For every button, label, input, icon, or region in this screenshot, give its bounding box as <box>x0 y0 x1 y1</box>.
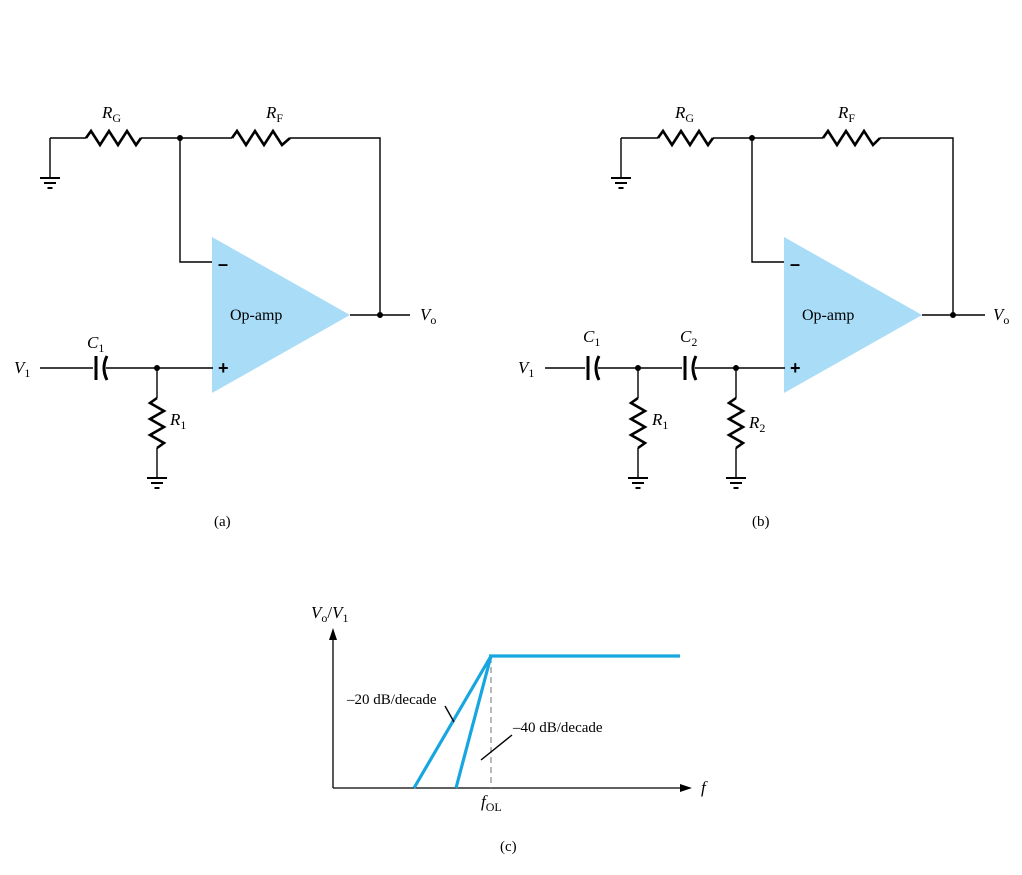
curve-second-order <box>454 655 493 789</box>
resistor-r2-b <box>726 396 746 450</box>
resistor-r1-a <box>147 396 167 450</box>
x-axis-label: f <box>701 778 708 797</box>
opamp-minus-sign-a: – <box>218 254 228 274</box>
label-vin-b: V1 <box>518 358 534 380</box>
caption-b: (b) <box>752 514 770 530</box>
label-c1-a: C1 <box>87 333 104 355</box>
ground-symbol-r1-a <box>147 477 167 489</box>
label-rf-b: RF <box>837 103 855 125</box>
opamp-plus-sign-b: + <box>790 358 801 378</box>
label-r2-b: R2 <box>748 413 765 435</box>
output-node-a <box>377 312 383 318</box>
label-rg-a: RG <box>101 103 121 125</box>
resistor-rf-b <box>821 128 881 148</box>
annotation-first-order: –20 dB/decade <box>346 692 437 708</box>
curve-first-order <box>412 655 493 789</box>
circuit-b: Op-amp – + RG RF <box>518 103 1009 530</box>
annotation-second-order: –40 dB/decade <box>512 720 603 736</box>
frequency-response-plot: Vo/V1 f fOL –20 dB/decade –40 dB/decade … <box>311 603 708 855</box>
label-vin-a: V1 <box>14 358 30 380</box>
label-vout-b: Vo <box>993 305 1009 327</box>
label-vout-a: Vo <box>420 305 436 327</box>
resistor-rg-b <box>656 128 715 148</box>
resistor-rg-a <box>84 128 143 148</box>
circuit-a: Op-amp – + RG RF C1 R1 V1 Vo (a) <box>14 103 436 530</box>
ground-symbol-rg-a <box>40 177 60 189</box>
ground-symbol-r1-b <box>628 477 648 489</box>
ground-symbol-r2-b <box>726 477 746 489</box>
label-rf-a: RF <box>265 103 283 125</box>
ground-symbol-rg-b <box>611 177 631 189</box>
output-node-b <box>950 312 956 318</box>
opamp-label-b: Op-amp <box>802 307 854 324</box>
capacitor-c1-b <box>586 355 601 381</box>
opamp-triangle-b <box>784 237 922 393</box>
opamp-minus-sign-b: – <box>790 254 800 274</box>
leader-second-order <box>480 734 513 761</box>
capacitor-c1-a <box>94 355 109 381</box>
leader-first-order <box>444 705 455 723</box>
y-axis-label: Vo/V1 <box>311 603 349 625</box>
y-axis-arrowhead <box>329 628 337 640</box>
label-rg-b: RG <box>674 103 694 125</box>
x-axis-arrowhead <box>680 784 692 792</box>
label-c1-b: C1 <box>583 327 600 349</box>
fol-label: fOL <box>481 792 502 814</box>
opamp-plus-sign-a: + <box>218 358 229 378</box>
capacitor-c2-b <box>683 355 698 381</box>
label-r1-a: R1 <box>169 410 186 432</box>
caption-a: (a) <box>214 514 231 530</box>
label-r1-b: R1 <box>651 410 668 432</box>
label-c2-b: C2 <box>680 327 697 349</box>
caption-c: (c) <box>500 839 517 855</box>
opamp-triangle-a <box>212 237 350 393</box>
resistor-rf-a <box>230 128 291 148</box>
opamp-label-a: Op-amp <box>230 307 282 324</box>
resistor-r1-b <box>628 396 648 450</box>
